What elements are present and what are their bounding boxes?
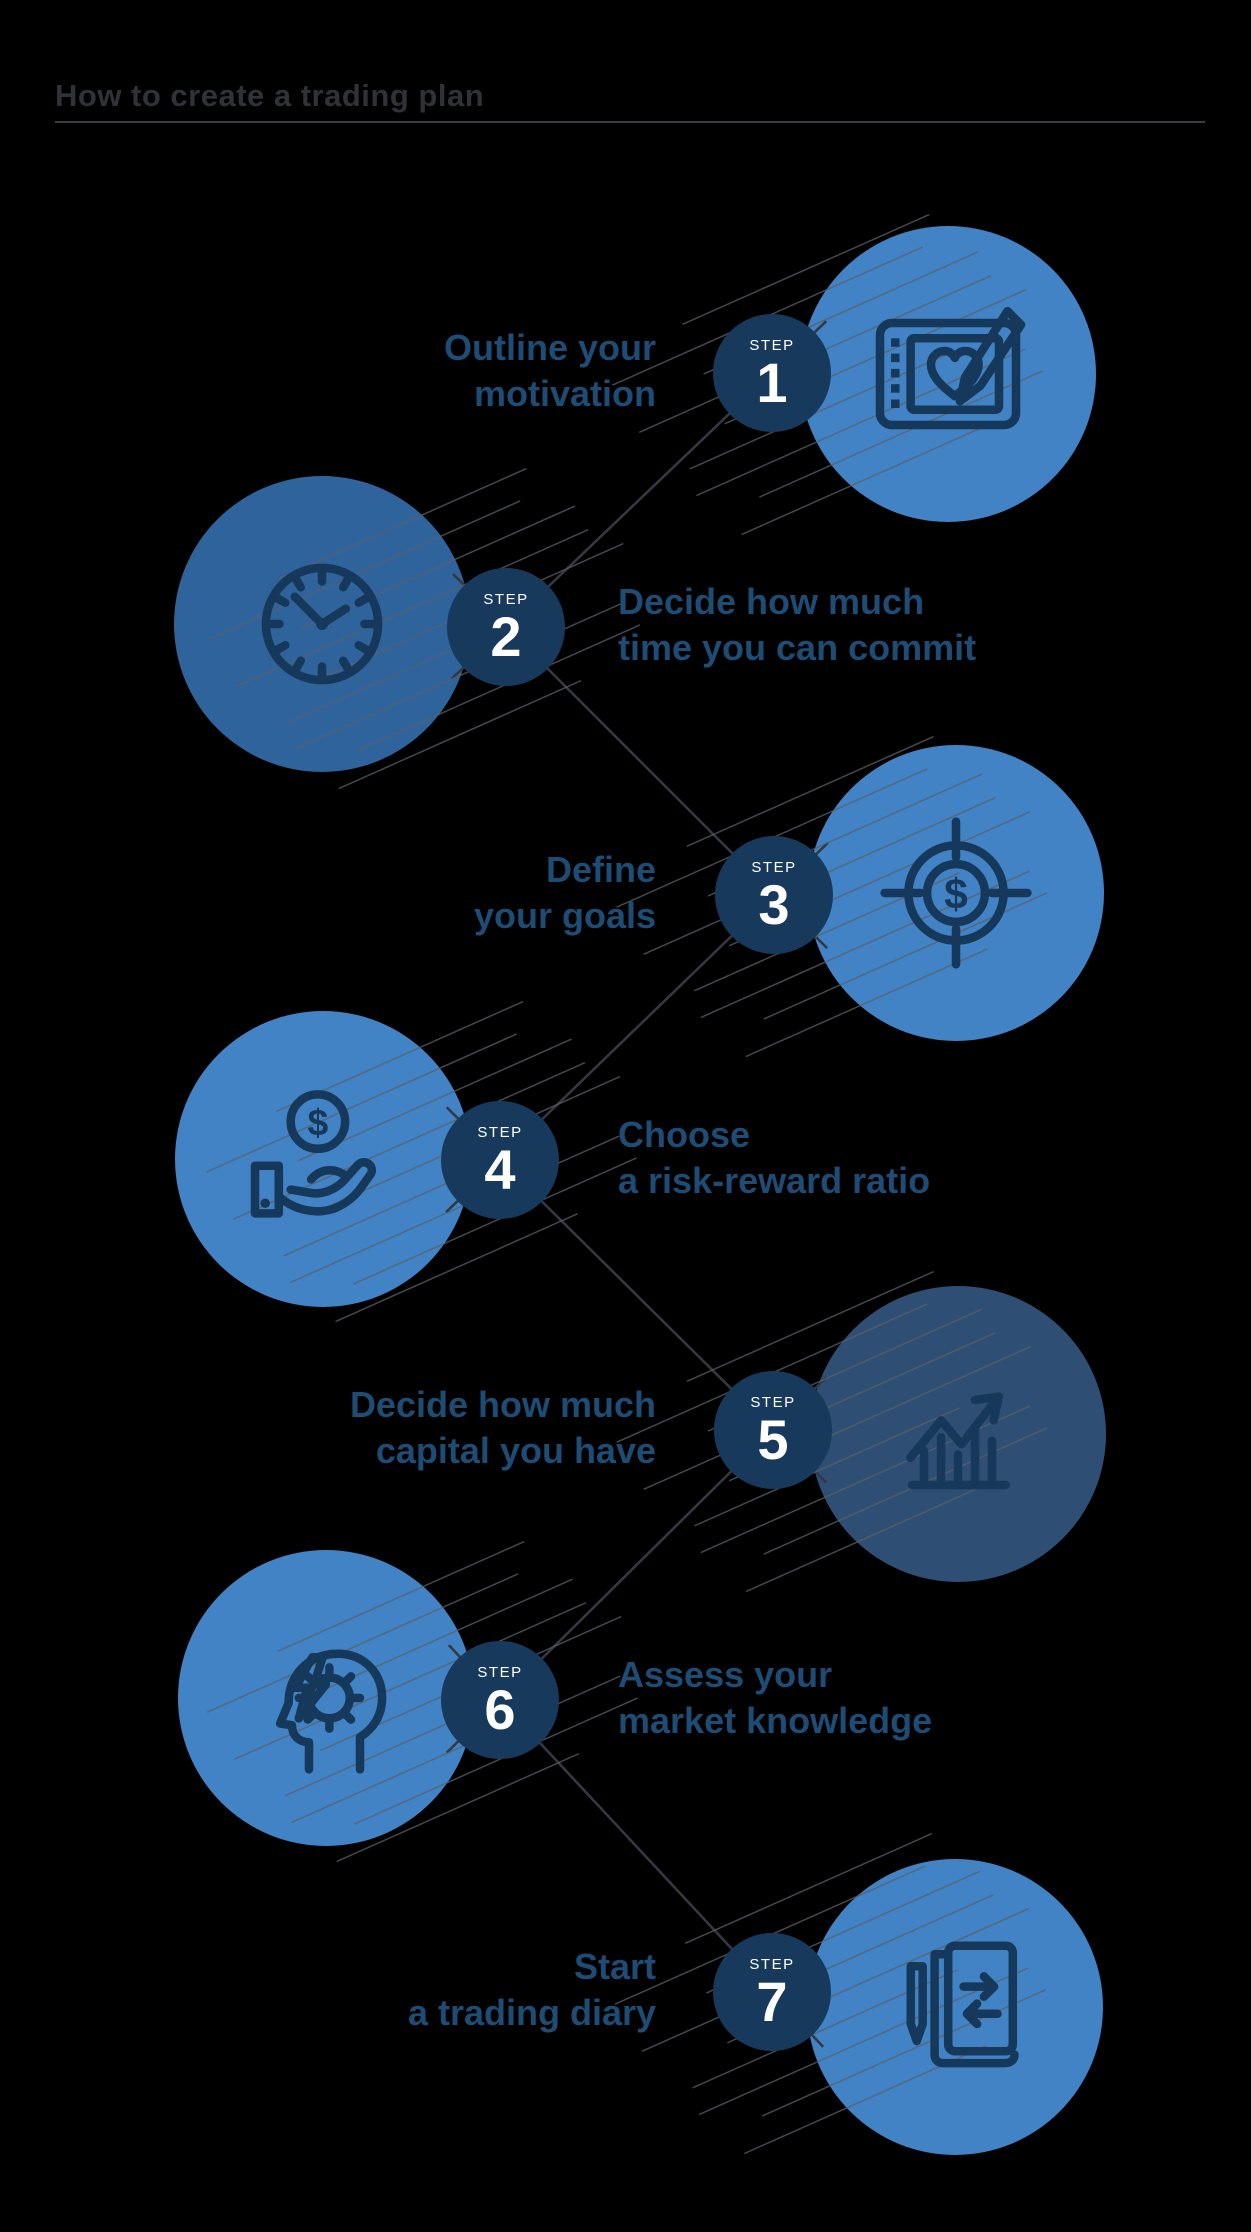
step-title-line-2: a risk-reward ratio	[618, 1160, 931, 1201]
step-icon-slot	[873, 1349, 1043, 1519]
step-icon-slot	[237, 539, 407, 709]
title-divider	[55, 121, 1205, 123]
step-title-line-2: time you can commit	[618, 627, 977, 668]
step-badge: STEP 4	[441, 1101, 559, 1219]
step-badge: STEP 2	[447, 568, 565, 686]
step-title: Choose a risk-reward ratio	[618, 1112, 1188, 1204]
step-title-line-2: market knowledge	[618, 1700, 933, 1741]
step-badge-number: 1	[756, 351, 788, 414]
step-title-line-1: Outline your	[443, 327, 656, 368]
step-title-line-1: Decide how much	[618, 581, 925, 622]
step-icon-slot: $	[871, 808, 1041, 978]
step-icon-slot	[870, 1922, 1040, 2092]
page-title: How to create a trading plan	[55, 78, 485, 113]
step-title: Start a trading diary	[110, 1944, 656, 2036]
clock-icon	[261, 563, 383, 685]
step-title-line-1: Define	[545, 849, 656, 890]
step-badge-number: 2	[490, 605, 522, 668]
step-title-line-2: motivation	[473, 373, 656, 414]
svg-text:$: $	[308, 1101, 329, 1143]
step-title-line-2: capital you have	[375, 1430, 656, 1471]
step-badge: STEP 1	[713, 314, 831, 432]
svg-text:$: $	[944, 871, 968, 918]
trading-diary-icon	[906, 1941, 1019, 2068]
step-title-line-2: a trading diary	[407, 1992, 656, 2033]
drawing-tablet-heart-pen-icon	[875, 306, 1026, 430]
hand-holding-dollar-icon: $	[250, 1090, 377, 1218]
step-icon-slot: $	[238, 1074, 408, 1244]
step-title-line-2: your goals	[473, 895, 656, 936]
step-title-line-1: Start	[573, 1946, 656, 1987]
step-title: Decide how much capital you have	[110, 1382, 656, 1474]
step-title-line-1: Assess your	[618, 1654, 833, 1695]
step-title: Outline your motivation	[110, 325, 656, 417]
bar-chart-growth-icon	[906, 1392, 1010, 1490]
step-title: Decide how much time you can commit	[618, 579, 1188, 671]
step-badge-number: 6	[484, 1678, 516, 1741]
step-title: Define your goals	[110, 847, 656, 939]
step-title-line-1: Choose	[618, 1114, 751, 1155]
step-badge: STEP 5	[714, 1371, 832, 1489]
step-title: Assess your market knowledge	[618, 1652, 1188, 1744]
head-gear-knowledge-icon	[275, 1649, 387, 1774]
step-title-line-1: Decide how much	[349, 1384, 656, 1425]
step-badge-number: 3	[758, 873, 790, 936]
step-icon-slot	[241, 1613, 411, 1783]
step-badge-number: 4	[484, 1138, 516, 1201]
step-badge-number: 7	[756, 1970, 788, 2033]
step-badge: STEP 6	[441, 1641, 559, 1759]
step-icon-slot	[863, 289, 1033, 459]
step-badge: STEP 3	[715, 836, 833, 954]
step-badge: STEP 7	[713, 1933, 831, 2051]
step-badge-number: 5	[757, 1408, 789, 1471]
target-dollar-icon: $	[880, 817, 1032, 969]
